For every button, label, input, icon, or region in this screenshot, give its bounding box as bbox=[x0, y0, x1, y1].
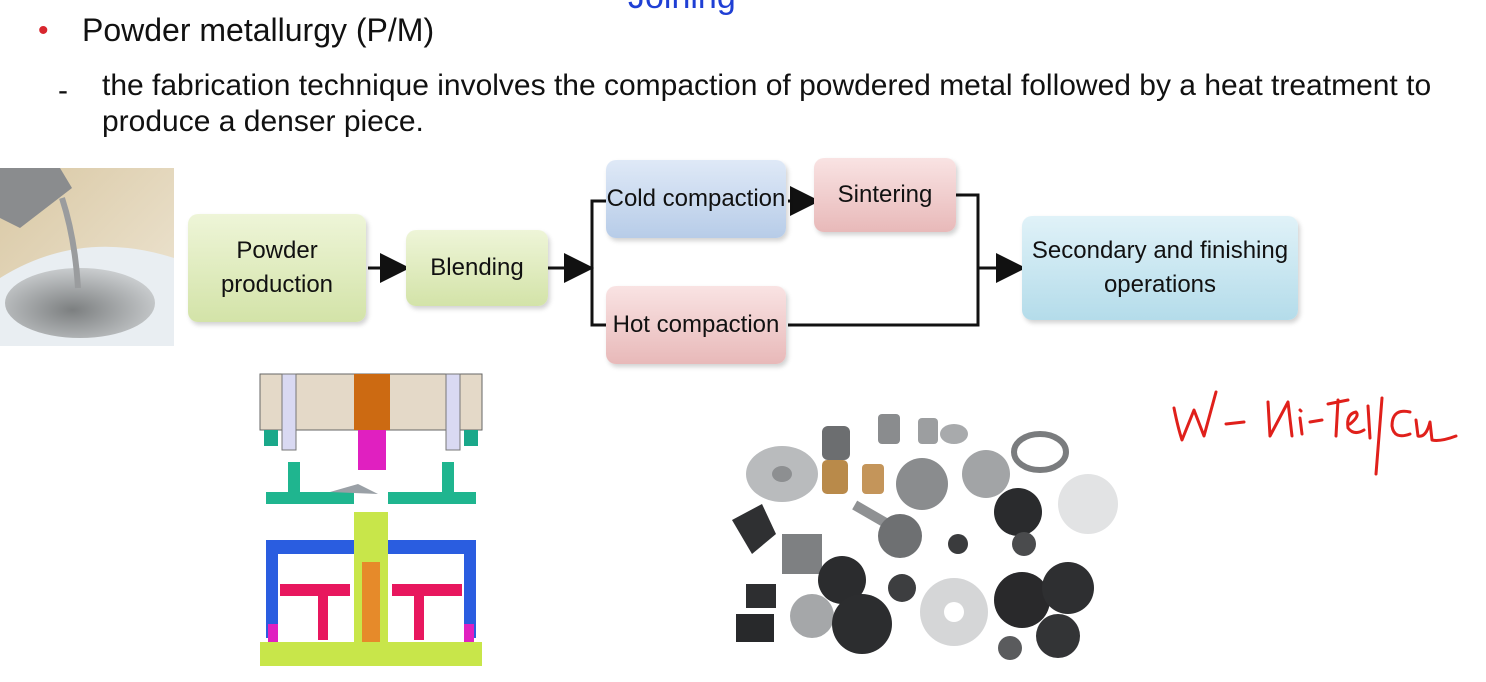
pm-parts-photo bbox=[722, 404, 1122, 666]
bullet-marker: • bbox=[38, 14, 49, 47]
box-hot-compaction: Hot compaction bbox=[606, 286, 786, 364]
sub-bullet-dash: - bbox=[58, 74, 68, 107]
box-sintering: Sintering bbox=[814, 158, 956, 232]
bullet-heading: Powder metallurgy (P/M) bbox=[82, 12, 435, 48]
box-secondary-finishing: Secondary and finishing operations bbox=[1022, 216, 1298, 320]
powder-pouring-photo bbox=[0, 168, 174, 346]
handwritten-annotation bbox=[1160, 378, 1470, 488]
box-cold-compaction: Cold compaction bbox=[606, 160, 786, 238]
box-blending: Blending bbox=[406, 230, 548, 306]
compaction-die-diagram bbox=[258, 372, 484, 668]
description-text: the fabrication technique involves the c… bbox=[102, 69, 1432, 138]
box-powder-production: Powder production bbox=[188, 214, 366, 322]
slide-title-fragment: Joining bbox=[628, 0, 736, 17]
